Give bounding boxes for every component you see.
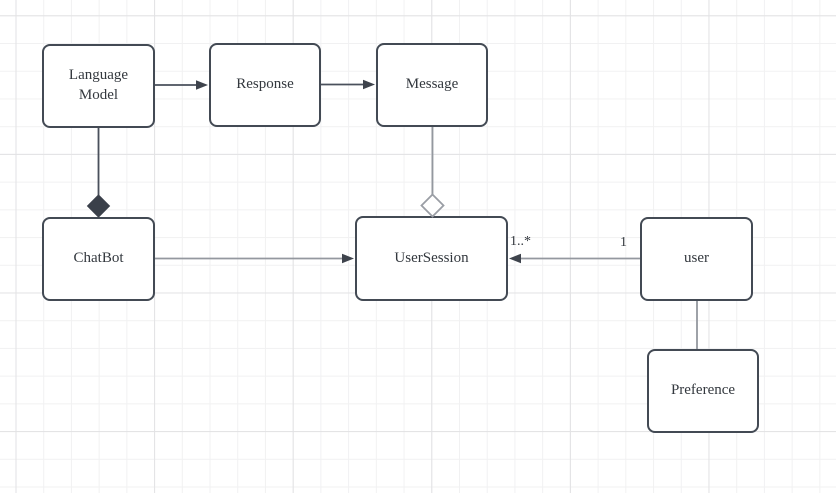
hollow-diamond-icon[interactable] — [420, 193, 445, 218]
node-user-session[interactable]: UserSession — [355, 216, 508, 301]
node-label: Response — [236, 76, 294, 93]
node-label: Preference — [670, 382, 736, 399]
multiplicity-label-usersession[interactable]: 1..* — [510, 234, 531, 249]
node-label: ChatBot — [73, 250, 124, 267]
node-message[interactable]: Message — [376, 43, 488, 127]
edge-message-to-user-session[interactable] — [420, 127, 445, 218]
node-label: Language Model — [68, 67, 129, 103]
edge-response-to-message[interactable] — [321, 79, 375, 90]
edge-user-to-user-session[interactable] — [509, 253, 640, 264]
node-label: Message — [405, 76, 459, 93]
edge-language-model-to-response[interactable] — [155, 80, 208, 90]
multiplicity-label-user[interactable]: 1 — [620, 235, 627, 250]
arrowhead-left-icon[interactable] — [509, 253, 521, 264]
filled-diamond-icon[interactable] — [86, 194, 111, 218]
edge-language-model-to-chatbot[interactable] — [86, 128, 111, 218]
node-response[interactable]: Response — [209, 43, 321, 127]
node-user[interactable]: user — [640, 217, 753, 301]
node-label: UserSession — [394, 249, 469, 266]
node-language-model[interactable]: Language Model — [42, 44, 155, 128]
arrowhead-right-icon[interactable] — [342, 253, 354, 264]
arrowhead-right-icon[interactable] — [196, 80, 208, 90]
node-chatbot[interactable]: ChatBot — [42, 217, 155, 301]
arrowhead-right-icon[interactable] — [363, 79, 375, 90]
edge-chatbot-to-user-session[interactable] — [155, 253, 354, 264]
node-preference[interactable]: Preference — [647, 349, 759, 433]
node-label: user — [684, 250, 709, 267]
